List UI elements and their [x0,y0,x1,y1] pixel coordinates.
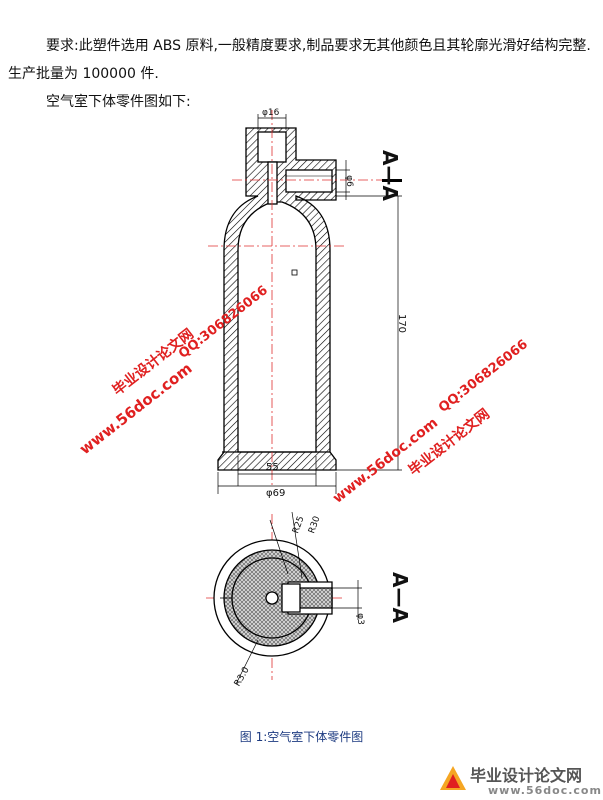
section-marker-top [382,179,402,182]
section-label-top: A—A [378,150,402,201]
dim-height: 170 [396,313,408,334]
intro-paragraph: 空气室下体零件图如下: [46,94,191,110]
site-logo-icon [440,766,466,790]
dim-inner-width: 55 [266,462,279,473]
section-label-bottom: A—A [388,572,412,623]
logo-url: www.56doc.com [488,784,602,797]
bottle-section [217,127,337,471]
logo-text: 毕业设计论文网 [470,766,583,785]
section-dims [235,511,362,685]
dim-small-dia: φ3 [354,613,365,625]
dim-top-width: φ16 [262,108,280,118]
dimension-lines [217,114,402,494]
dim-outer-width: φ69 [266,488,286,499]
figure-caption: 图 1:空气室下体零件图 [239,730,364,744]
dim-side-port: φ6 [343,175,354,187]
requirement-paragraph: 要求:此塑件选用 ABS 原料,一般精度要求,制品要求无其他颜色且其轮廓光滑好结… [8,38,591,82]
section-view-aa [213,539,333,657]
